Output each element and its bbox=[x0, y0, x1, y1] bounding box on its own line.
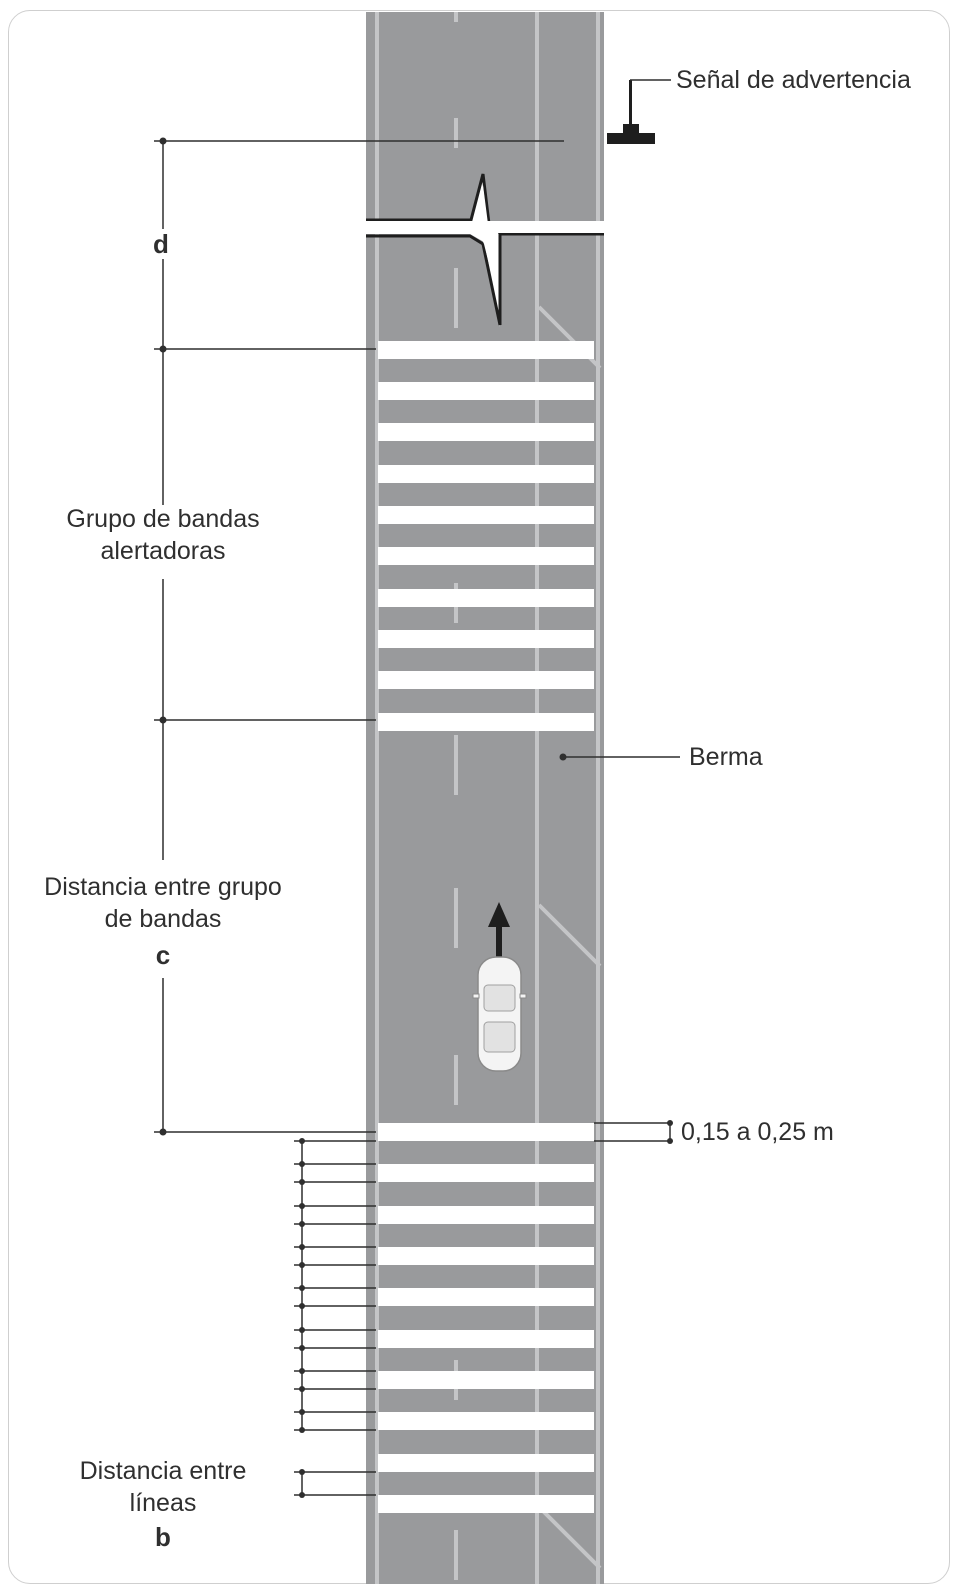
band bbox=[378, 1330, 594, 1348]
main-dimension-dots bbox=[159, 137, 167, 1136]
group-distance-label: Distancia entre grupo de bandas c bbox=[23, 871, 303, 971]
band-width-dimension bbox=[594, 1120, 673, 1144]
band bbox=[378, 1288, 594, 1306]
car-icon bbox=[472, 902, 527, 1072]
band bbox=[378, 382, 594, 400]
band bbox=[378, 1206, 594, 1224]
band bbox=[378, 1412, 594, 1430]
shoulder-line bbox=[535, 12, 539, 1584]
band bbox=[378, 1123, 594, 1141]
road-surface bbox=[366, 12, 604, 1584]
band bbox=[378, 506, 594, 524]
band bbox=[378, 1247, 594, 1265]
band-group-2 bbox=[378, 1123, 594, 1513]
band-group-label-line1: Grupo de bandas bbox=[66, 505, 260, 533]
band bbox=[378, 547, 594, 565]
warning-sign-icon bbox=[607, 80, 655, 144]
left-edge-line bbox=[375, 12, 379, 1584]
band bbox=[378, 1371, 594, 1389]
band-group-1 bbox=[378, 341, 594, 731]
band bbox=[378, 1454, 594, 1472]
band bbox=[378, 1164, 594, 1182]
line-distance-label: Distancia entre líneas b bbox=[43, 1455, 283, 1553]
group-distance-label-line1: Distancia entre grupo bbox=[44, 873, 282, 901]
break-symbol bbox=[366, 173, 604, 327]
warning-sign-label: Señal de advertencia bbox=[676, 66, 911, 94]
band-group-label: Grupo de bandas alertadoras bbox=[43, 503, 283, 567]
dimension-b-label: b bbox=[155, 1522, 171, 1552]
band-width-label: 0,15 a 0,25 m bbox=[681, 1118, 834, 1146]
line-distance-label-line1: Distancia entre bbox=[79, 1457, 247, 1485]
band bbox=[378, 713, 594, 731]
line-distance-label-line2: líneas bbox=[129, 1489, 197, 1517]
band-group-label-line2: alertadoras bbox=[100, 537, 226, 565]
shoulder-label: Berma bbox=[689, 743, 763, 771]
band bbox=[378, 423, 594, 441]
group-distance-label-line2: de bandas bbox=[104, 905, 222, 933]
dimension-d-label: d bbox=[153, 229, 169, 259]
band bbox=[378, 1495, 594, 1513]
dimension-c-label: c bbox=[155, 940, 171, 970]
band bbox=[378, 630, 594, 648]
band bbox=[378, 589, 594, 607]
band bbox=[378, 671, 594, 689]
line-distance-ticks bbox=[294, 1138, 376, 1498]
band bbox=[378, 341, 594, 359]
right-edge-line bbox=[596, 12, 600, 1584]
band bbox=[378, 465, 594, 483]
